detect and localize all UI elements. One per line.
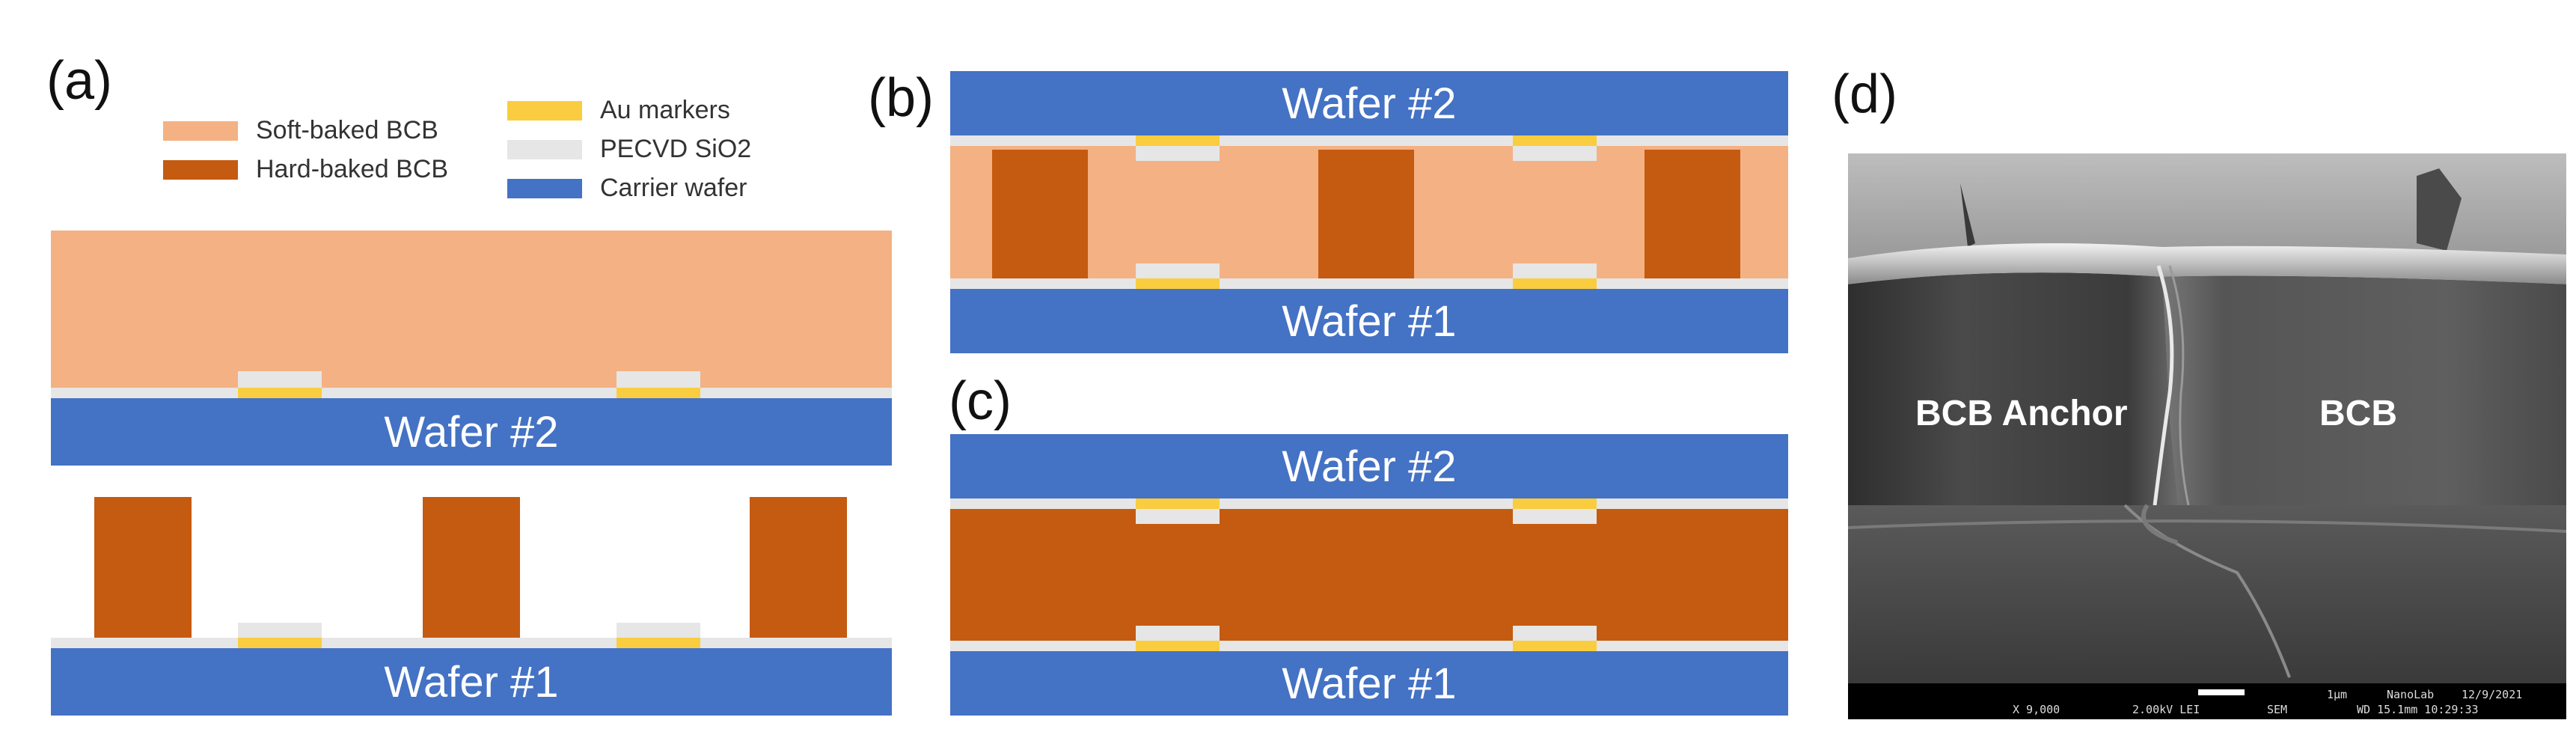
legend-swatch-soft-baked	[163, 121, 238, 141]
legend-carrier: Carrier wafer	[507, 174, 747, 203]
sem-mode-text: SEM	[2267, 703, 2288, 716]
legend-swatch-au-markers	[507, 100, 582, 121]
hard-baked-bcb-anchor	[1318, 150, 1414, 278]
sem-surface-streak	[2417, 168, 2462, 251]
sio2-layer	[950, 135, 1788, 146]
sem-bcb-block	[2162, 275, 2566, 513]
panel-label-b: (b)	[868, 68, 934, 128]
hard-baked-bcb-anchor	[94, 497, 192, 638]
hard-baked-bcb-layer	[950, 509, 1788, 641]
legend-label-carrier: Carrier wafer	[600, 174, 747, 202]
au-marker	[1136, 641, 1220, 651]
sio2-layer	[950, 278, 1136, 289]
legend-soft-baked: Soft-baked BCB	[163, 116, 438, 145]
legend-label-au-markers: Au markers	[600, 96, 730, 124]
sio2-marker-pad	[1136, 626, 1220, 641]
panel-label-d: (d)	[1832, 64, 1897, 124]
legend-sio2: PECVD SiO2	[507, 135, 751, 164]
sem-interface-seam-shadow	[2168, 265, 2190, 506]
sio2-layer	[1220, 278, 1513, 289]
sio2-layer	[51, 388, 892, 398]
sem-info-bar: 1µm NanoLab 12/9/2021 X 9,000 2.00kV LEI…	[1848, 683, 2566, 719]
wafer-1: Wafer #1	[950, 651, 1788, 716]
au-marker	[1136, 498, 1220, 509]
sem-interface-seam	[2153, 265, 2174, 506]
soft-baked-bcb-layer	[51, 231, 892, 388]
au-marker	[617, 388, 700, 398]
wafer-2: Wafer #2	[51, 398, 892, 466]
sio2-marker-pad	[238, 623, 322, 638]
sem-label-bcb: BCB	[2319, 394, 2397, 433]
sem-label-bcb-anchor: BCB Anchor	[1915, 394, 2128, 433]
sem-bcb-anchor-block	[1848, 272, 2177, 513]
sem-substrate	[1848, 505, 2566, 683]
sem-lab-text: NanoLab	[2387, 688, 2435, 701]
panel-label-a: (a)	[46, 51, 112, 111]
panel-label-c: (c)	[949, 371, 1012, 431]
hard-baked-bcb-anchor	[750, 497, 847, 638]
sio2-marker-pad	[617, 623, 700, 638]
wafer-1: Wafer #1	[51, 648, 892, 716]
legend-hard-baked: Hard-baked BCB	[163, 155, 448, 184]
sio2-marker-pad	[1513, 146, 1597, 161]
au-marker	[238, 388, 322, 398]
sem-wd-text: WD 15.1mm 10:29:33	[2357, 703, 2479, 716]
hard-baked-bcb-anchor	[423, 497, 520, 638]
sem-kv-text: 2.00kV LEI	[2132, 703, 2200, 716]
sio2-layer	[1597, 278, 1788, 289]
sio2-layer	[51, 638, 892, 648]
sem-mag-text: X 9,000	[2013, 703, 2061, 716]
sem-surface-streak	[1960, 183, 1975, 247]
hard-baked-bcb-anchor	[1645, 150, 1740, 278]
au-marker	[238, 638, 322, 648]
au-marker	[1513, 278, 1597, 289]
legend-label-sio2: PECVD SiO2	[600, 135, 752, 163]
sio2-marker-pad	[617, 371, 700, 388]
wafer-1: Wafer #1	[950, 289, 1788, 353]
sio2-marker-pad	[1136, 146, 1220, 161]
sio2-marker-pad	[1513, 626, 1597, 641]
sem-image-drawing	[1848, 153, 2566, 683]
au-marker	[1513, 498, 1597, 509]
sem-micrograph: BCB Anchor BCB 1µm NanoLab 12/9/2021 X 9…	[1848, 153, 2566, 719]
sem-scale-text: 1µm	[2327, 688, 2348, 701]
sio2-marker-pad	[1513, 263, 1597, 278]
sem-scale-bar	[2198, 689, 2245, 695]
legend-label-soft-baked: Soft-baked BCB	[256, 116, 438, 144]
legend-label-hard-baked: Hard-baked BCB	[256, 155, 449, 183]
legend-au-markers: Au markers	[507, 96, 730, 125]
legend-swatch-carrier	[507, 178, 582, 198]
wafer-2: Wafer #2	[950, 434, 1788, 498]
sio2-marker-pad	[1136, 509, 1220, 524]
sio2-layer	[950, 498, 1788, 509]
hard-baked-bcb-anchor	[992, 150, 1088, 278]
au-marker	[617, 638, 700, 648]
sio2-layer	[950, 641, 1788, 651]
sio2-marker-pad	[238, 371, 322, 388]
legend-swatch-hard-baked	[163, 159, 238, 180]
au-marker	[1513, 641, 1597, 651]
au-marker	[1513, 135, 1597, 146]
sio2-marker-pad	[1136, 263, 1220, 278]
sio2-marker-pad	[1513, 509, 1597, 524]
sem-bright-edge	[1848, 243, 2566, 284]
au-marker	[1136, 278, 1220, 289]
sem-substrate-edge	[1848, 519, 2566, 533]
sem-debris	[2141, 504, 2178, 545]
legend-swatch-sio2	[507, 139, 582, 159]
au-marker	[1136, 135, 1220, 146]
wafer-2: Wafer #2	[950, 71, 1788, 135]
sem-date-text: 12/9/2021	[2462, 688, 2523, 701]
